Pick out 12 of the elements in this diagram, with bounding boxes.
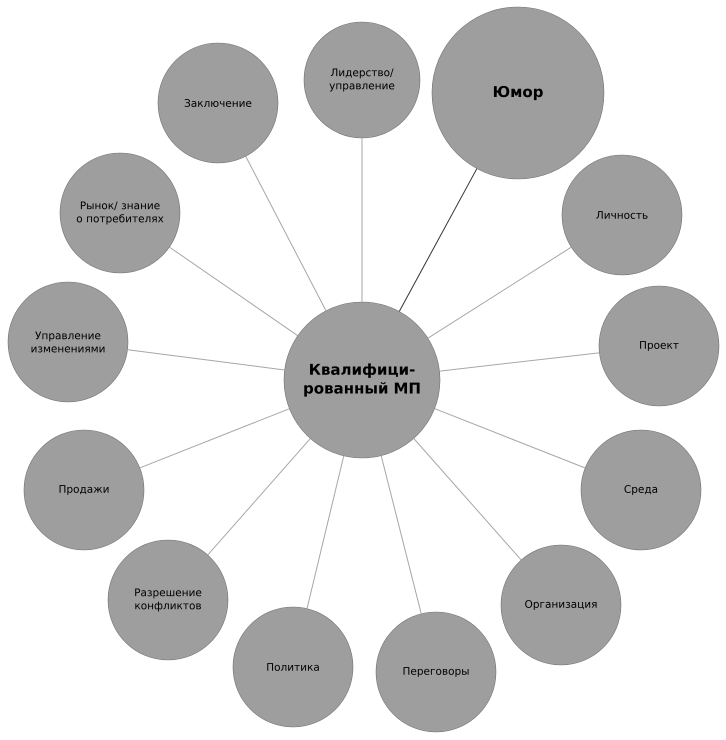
connector-line	[140, 408, 290, 468]
connector-line	[398, 168, 478, 312]
connector-line	[434, 408, 586, 468]
connector-line	[439, 352, 600, 372]
connector-line	[306, 456, 344, 609]
connector-line	[207, 438, 311, 556]
connector-line	[380, 455, 422, 614]
connector-line	[413, 438, 522, 560]
connector-line	[245, 156, 326, 312]
connector-line	[127, 349, 285, 370]
connector-line	[169, 246, 298, 336]
connector-line	[428, 246, 572, 339]
